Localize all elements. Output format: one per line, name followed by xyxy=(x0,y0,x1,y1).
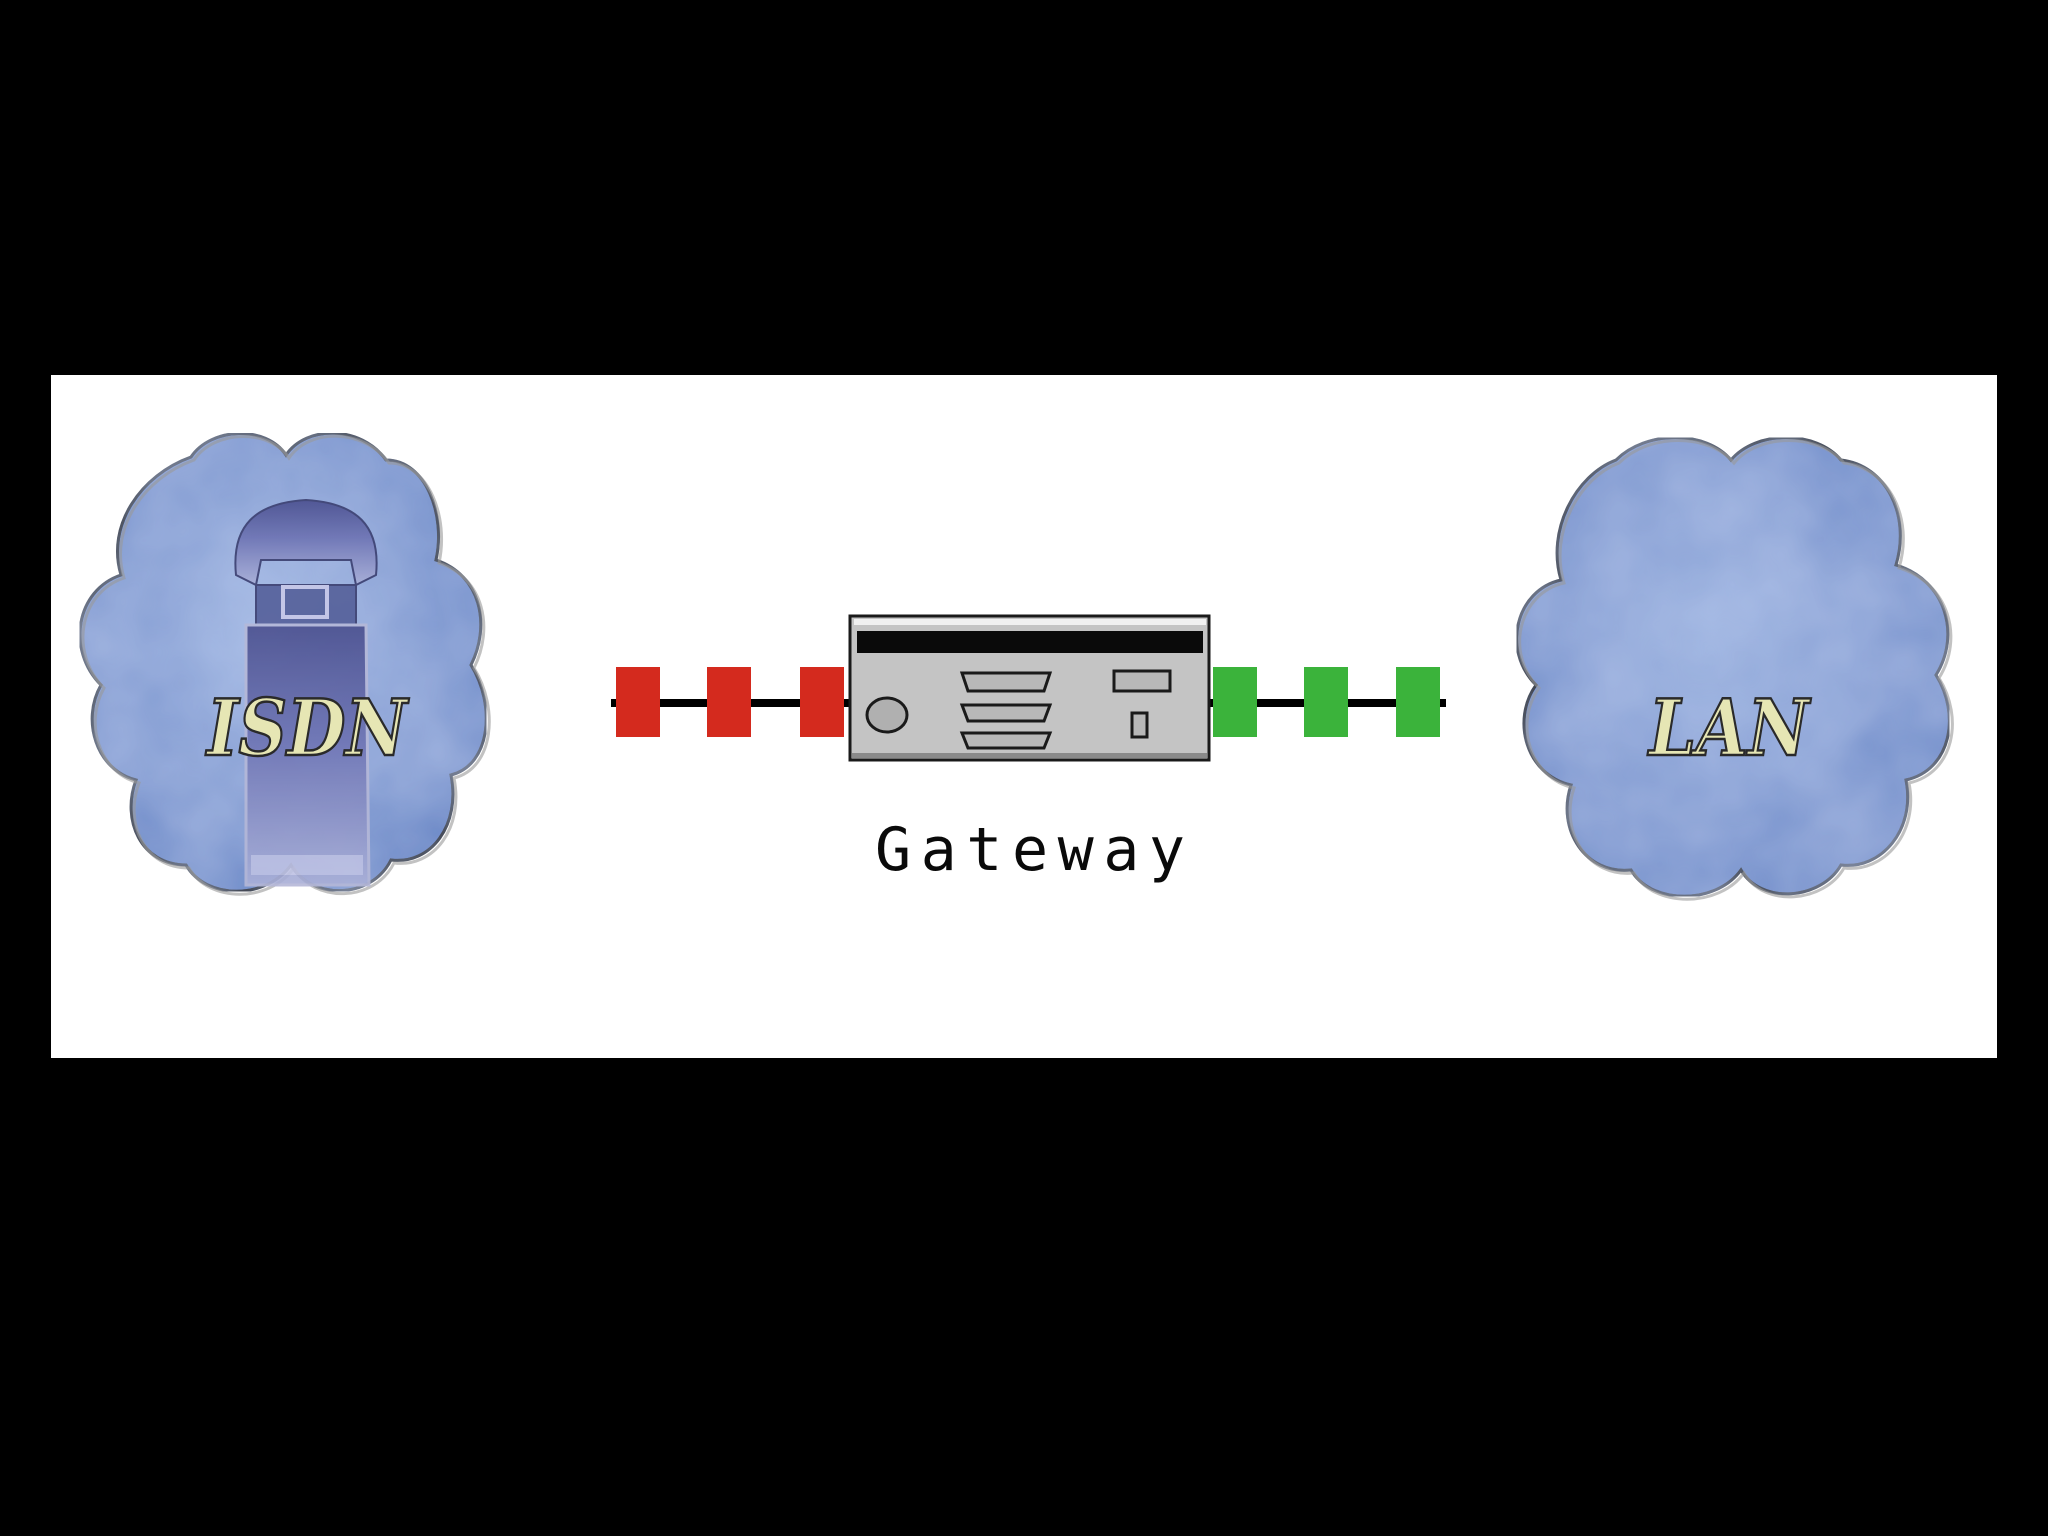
lan-link-segment xyxy=(1396,667,1440,737)
lan-link-segment xyxy=(1304,667,1348,737)
gateway-label: Gateway xyxy=(875,815,1185,885)
lan-link xyxy=(1209,667,1446,737)
lan-cloud xyxy=(1515,436,1954,901)
isdn-link-segment xyxy=(616,667,660,737)
lan-label: LAN xyxy=(1647,683,1811,774)
lan-link-segment xyxy=(1213,667,1257,737)
network-diagram: ISDN LAN xyxy=(78,431,1954,901)
gateway-device-icon xyxy=(848,614,1211,762)
isdn-label: ISDN xyxy=(205,683,409,774)
telephone-icon xyxy=(234,498,378,887)
diagram-panel: ISDN LAN xyxy=(51,375,1997,1058)
isdn-link xyxy=(611,667,851,737)
isdn-link-segment xyxy=(800,667,844,737)
isdn-link-segment xyxy=(707,667,751,737)
